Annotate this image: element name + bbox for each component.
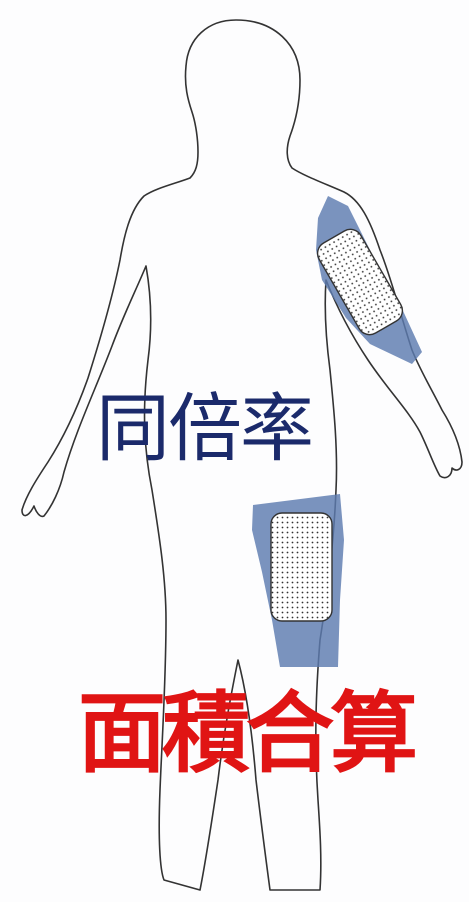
thigh-patch bbox=[271, 513, 332, 621]
area-total-label: 面積合算 bbox=[78, 690, 414, 778]
magnification-label: 同倍率 bbox=[96, 392, 312, 466]
